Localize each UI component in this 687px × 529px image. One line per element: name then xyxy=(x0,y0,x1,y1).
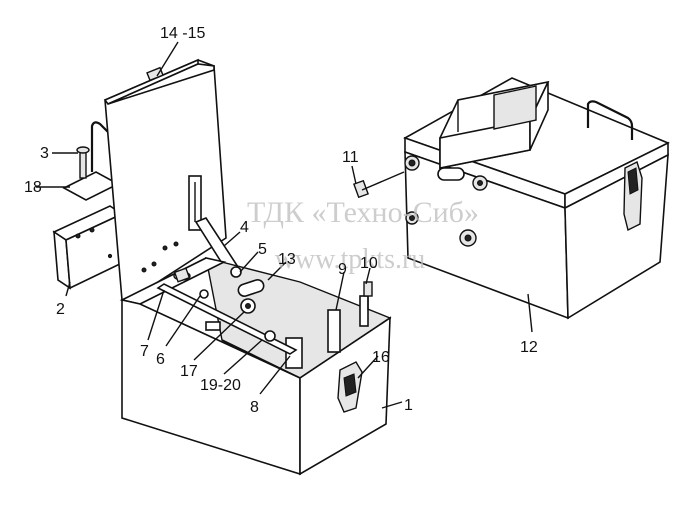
label-11: 11 xyxy=(342,149,359,166)
label-6: 6 xyxy=(156,351,165,368)
label-13: 13 xyxy=(278,251,296,268)
label-7: 7 xyxy=(140,343,149,360)
label-1: 1 xyxy=(404,397,413,414)
label-16: 16 xyxy=(372,349,390,366)
label-3: 3 xyxy=(40,145,49,162)
label-9: 9 xyxy=(338,261,347,278)
label-14-15: 14 -15 xyxy=(160,25,205,42)
open-battery-box xyxy=(103,58,405,476)
label-19-20: 19-20 xyxy=(200,377,241,394)
watermark-url: www.tpkts.ru xyxy=(275,244,426,275)
label-5: 5 xyxy=(258,241,267,258)
terminal-cover-box xyxy=(52,121,125,290)
label-18: 18 xyxy=(24,179,42,196)
label-10: 10 xyxy=(360,255,378,272)
leader-lines xyxy=(36,41,533,409)
label-17: 17 xyxy=(180,363,198,380)
label-4: 4 xyxy=(240,219,249,236)
label-12: 12 xyxy=(520,339,538,356)
closed-battery-box xyxy=(403,77,670,320)
watermark-company: ТДК «Техно-Сиб» xyxy=(247,196,479,229)
label-2: 2 xyxy=(56,301,65,318)
label-8: 8 xyxy=(250,399,259,416)
